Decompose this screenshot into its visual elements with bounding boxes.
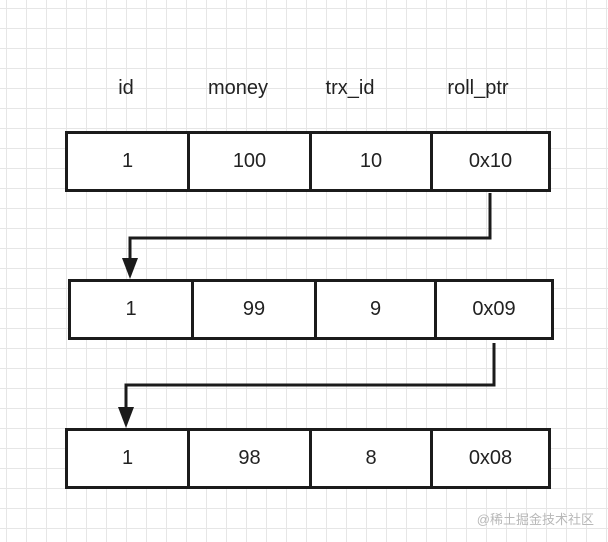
header-money: money <box>207 77 269 99</box>
cell-id: 1 <box>68 431 190 486</box>
cell-id: 1 <box>71 282 194 337</box>
header-trx-id: trx_id <box>325 77 375 99</box>
cell-roll-ptr: 0x10 <box>468 150 513 172</box>
watermark: @稀土掘金技术社区 <box>476 512 594 527</box>
cell-money: 100 <box>190 134 312 189</box>
cell-trx-id: 10 <box>312 134 433 189</box>
record-row-1: 1 100 10 0x10 <box>65 131 551 192</box>
record-row-3: 1 98 8 0x08 <box>65 428 551 489</box>
header-id: id <box>118 77 134 99</box>
record-row-2: 1 99 9 0x09 <box>68 279 554 340</box>
cell-trx-id: 9 <box>317 282 437 337</box>
cell-roll-ptr: 0x09 <box>472 298 516 320</box>
header-roll-ptr: roll_ptr <box>447 77 509 99</box>
arrow-row1-to-row2 <box>122 193 492 279</box>
cell-money: 99 <box>194 282 317 337</box>
cell-money: 98 <box>190 431 312 486</box>
cell-trx-id: 8 <box>312 431 433 486</box>
arrow-row2-to-row3 <box>118 343 496 428</box>
cell-roll-ptr: 0x08 <box>468 447 513 469</box>
cell-id: 1 <box>68 134 190 189</box>
